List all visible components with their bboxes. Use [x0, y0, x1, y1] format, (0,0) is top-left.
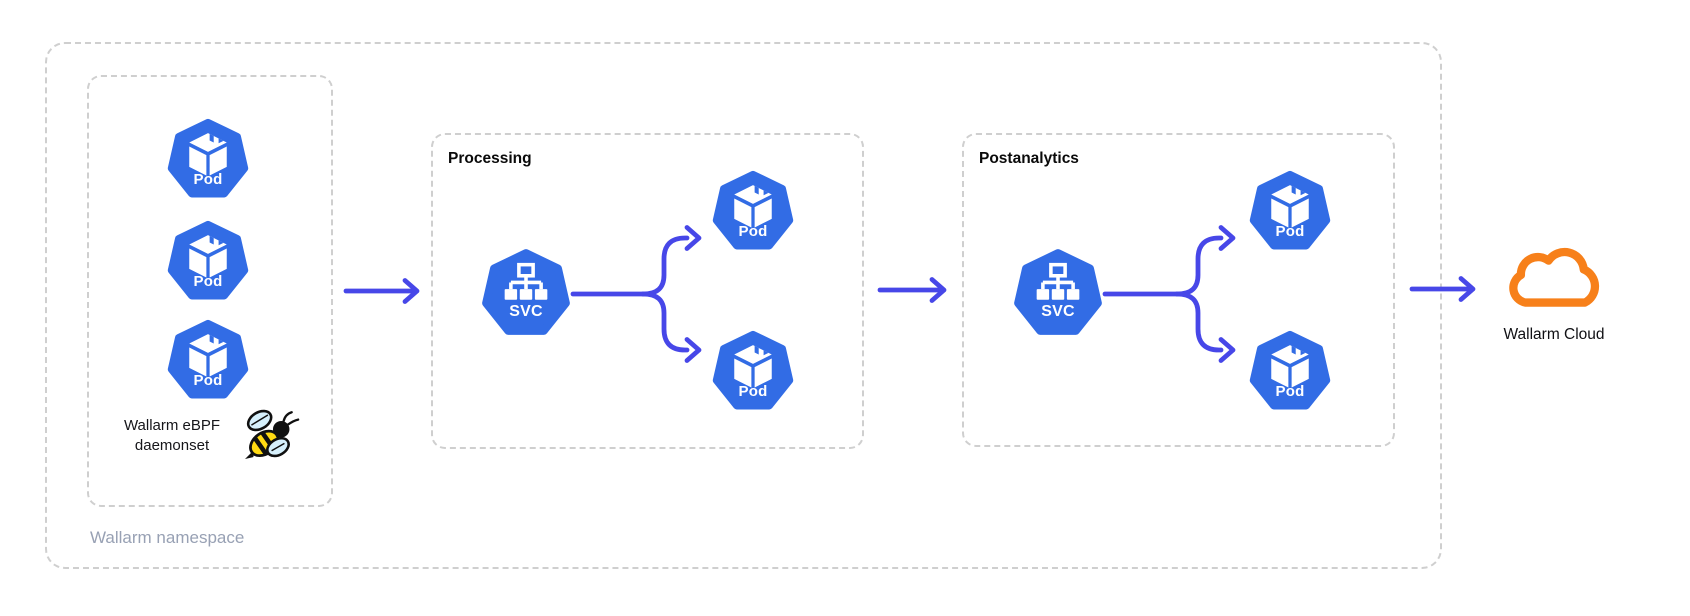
pod-label: Pod	[193, 372, 223, 389]
postanalytics-svc: SVC	[1010, 246, 1106, 342]
svc-label: SVC	[509, 303, 543, 320]
cloud-icon	[1509, 247, 1600, 307]
processing-svc: SVC	[478, 246, 574, 342]
pod-label: Pod	[193, 171, 223, 188]
pod-label: Pod	[1275, 383, 1305, 400]
cloud-label: Wallarm Cloud	[1503, 326, 1605, 343]
processing-box: Processing	[431, 133, 864, 449]
service-hierarchy-icon	[478, 246, 574, 342]
namespace-label: Wallarm namespace	[90, 528, 245, 547]
postanalytics-pod-2: Pod	[1246, 328, 1334, 416]
pod-label: Pod	[738, 383, 768, 400]
ebpf-bee-icon	[245, 409, 300, 459]
daemonset-pod-1: Pod	[164, 116, 252, 204]
pod-cube-icon	[164, 317, 252, 405]
daemonset-pod-3: Pod	[164, 317, 252, 405]
pod-cube-icon	[1246, 328, 1334, 416]
postanalytics-box: Postanalytics	[962, 133, 1395, 447]
daemonset-caption-line2: daemonset	[134, 437, 210, 454]
daemonset-box	[87, 75, 333, 507]
service-hierarchy-icon	[1010, 246, 1106, 342]
daemonset-caption-line1: Wallarm eBPF	[123, 417, 221, 434]
processing-title: Processing	[448, 150, 532, 167]
wallarm-cloud: Wallarm Cloud	[1496, 232, 1612, 352]
wallarm-namespace-box: Wallarm namespace	[45, 42, 1442, 569]
pod-label: Pod	[738, 223, 768, 240]
postanalytics-title: Postanalytics	[979, 150, 1079, 167]
processing-pod-2: Pod	[709, 328, 797, 416]
pod-label: Pod	[1275, 223, 1305, 240]
pod-cube-icon	[164, 218, 252, 306]
postanalytics-pod-1: Pod	[1246, 168, 1334, 256]
pod-cube-icon	[1246, 168, 1334, 256]
svc-label: SVC	[1041, 303, 1075, 320]
daemonset-caption: Wallarm eBPF daemonset	[98, 416, 246, 456]
pod-label: Pod	[193, 273, 223, 290]
pod-cube-icon	[709, 168, 797, 256]
daemonset-pod-2: Pod	[164, 218, 252, 306]
pod-cube-icon	[164, 116, 252, 204]
processing-pod-1: Pod	[709, 168, 797, 256]
pod-cube-icon	[709, 328, 797, 416]
